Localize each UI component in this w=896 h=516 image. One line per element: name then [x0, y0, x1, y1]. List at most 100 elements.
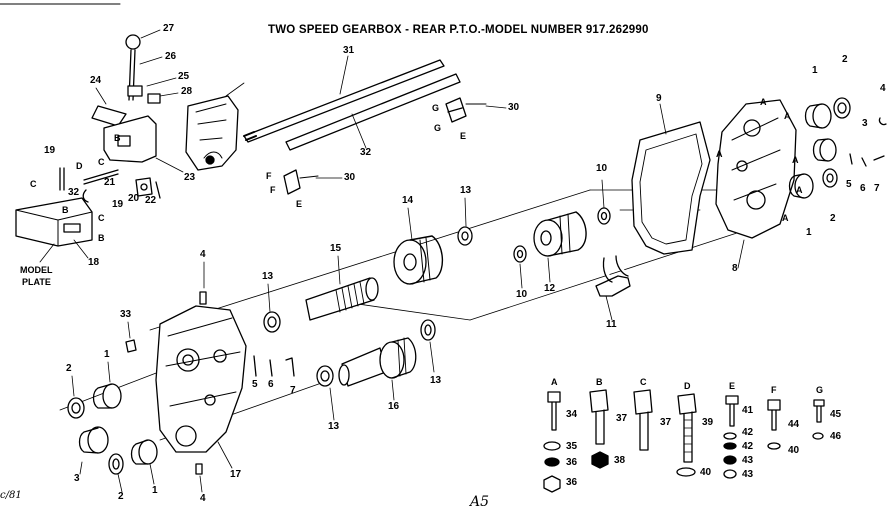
- callout-34: 34: [566, 409, 578, 420]
- washer-40b: [767, 442, 781, 450]
- link-rod-21: [83, 169, 119, 185]
- gear-14-ridges: [419, 237, 431, 283]
- washer-13-mid: [263, 311, 281, 333]
- leader-25: [146, 77, 177, 87]
- callout-33: 33: [120, 309, 132, 320]
- callout-13: 13: [262, 271, 274, 282]
- letter-label-D: D: [76, 161, 83, 171]
- gear-12-ridges: [559, 213, 571, 255]
- washer-13-mid-inner: [267, 316, 277, 328]
- washer-10-lower: [513, 245, 527, 263]
- shaft-15-end: [365, 277, 379, 301]
- shift-housing-pin: [205, 155, 215, 165]
- callout-32: 32: [68, 187, 80, 198]
- leader-33: [127, 321, 131, 339]
- letter-label-A: A: [784, 111, 791, 121]
- pin-7-left: [285, 357, 295, 377]
- plug-4-upper: [199, 291, 207, 305]
- callout-1: 1: [104, 349, 110, 360]
- washer-42b: [723, 442, 737, 450]
- leader-10a: [601, 179, 605, 209]
- gear-12-face: [533, 219, 563, 257]
- shaft-16-ridges: [397, 337, 407, 377]
- leader-model-plate: [39, 243, 55, 263]
- callout-40: 40: [700, 467, 712, 478]
- bearing-1-left-lower: [138, 439, 158, 465]
- leader-4c: [199, 475, 203, 493]
- washer-10-upper-inner: [600, 211, 608, 221]
- callout-39: 39: [702, 417, 714, 428]
- callout-2: 2: [842, 54, 848, 65]
- plate-hole: [140, 183, 148, 191]
- shift-rails: [243, 55, 507, 195]
- callout-38: 38: [614, 455, 626, 466]
- shift-housing-29: [185, 95, 239, 171]
- callout-5: 5: [252, 379, 258, 390]
- leader-17: [217, 441, 233, 469]
- leader-15: [337, 255, 341, 285]
- washer-42a: [723, 432, 737, 440]
- callout-14: 14: [402, 195, 414, 206]
- callout-42: 42: [742, 427, 754, 438]
- plate-20: [135, 177, 153, 197]
- nut-43b: [723, 469, 737, 479]
- callout-2: 2: [830, 213, 836, 224]
- seal-2-left-lower: [108, 453, 124, 475]
- bolt-E: [725, 395, 739, 427]
- callout-10: 10: [516, 289, 528, 300]
- seal-2-upper: [833, 97, 851, 119]
- gasket-9: [631, 121, 711, 255]
- leader-1c: [107, 361, 111, 383]
- gasket-9-inner: [639, 133, 703, 245]
- gear-14-face: [393, 239, 427, 285]
- leader-29: [225, 82, 245, 97]
- left-bearings: [67, 361, 158, 493]
- shaft-16: [338, 337, 417, 401]
- link-19: [59, 167, 65, 191]
- leader-12: [547, 257, 551, 283]
- shaft-15-splines: [335, 281, 365, 313]
- callout-13: 13: [328, 421, 340, 432]
- model-plate-bracket-18: [15, 197, 93, 247]
- callout-6: 6: [268, 379, 274, 390]
- axis-line-3: [469, 231, 741, 321]
- bearing-1-left-upper-body: [92, 383, 113, 409]
- callout-32: 32: [360, 147, 372, 158]
- callout-19: 19: [112, 199, 124, 210]
- clip-32: [82, 189, 89, 203]
- leader-9: [659, 103, 667, 135]
- letter-label-C: C: [98, 157, 105, 167]
- callout-31: 31: [343, 45, 355, 56]
- hardware-letter-F: F: [771, 385, 777, 395]
- letter-label-F: F: [270, 185, 276, 195]
- callout-20: 20: [128, 193, 140, 204]
- pin-6: [861, 157, 867, 167]
- leader-11: [605, 295, 613, 321]
- callout-35: 35: [566, 441, 578, 452]
- washer-13-lower-right: [420, 319, 436, 341]
- right-bearings: [788, 97, 887, 199]
- pin-5-left: [253, 355, 257, 377]
- leader-13d: [429, 341, 435, 373]
- housing-left-17: [155, 305, 247, 453]
- callout-28: 28: [181, 86, 193, 97]
- callout-3: 3: [862, 118, 868, 129]
- washer-36a: [544, 457, 560, 467]
- fork-30-upper: [445, 97, 467, 123]
- washer-46: [812, 432, 824, 440]
- callout-4: 4: [200, 493, 206, 504]
- callout-4: 4: [880, 83, 886, 94]
- letter-label-B: B: [98, 233, 105, 243]
- leader-3b: [79, 461, 83, 475]
- housing-right-8: [715, 99, 797, 239]
- callout-37: 37: [660, 417, 672, 428]
- housing-left-detail: [165, 317, 241, 407]
- callout-27: 27: [163, 23, 175, 34]
- housing-right-bore-1: [743, 119, 761, 137]
- bearing-1-upper-body: [804, 103, 823, 129]
- letter-label-A: A: [760, 97, 767, 107]
- callout-4: 4: [200, 249, 206, 260]
- corner-mark: c/81: [0, 490, 22, 501]
- leader-18: [73, 239, 89, 259]
- housing-right-bore-3: [736, 160, 748, 172]
